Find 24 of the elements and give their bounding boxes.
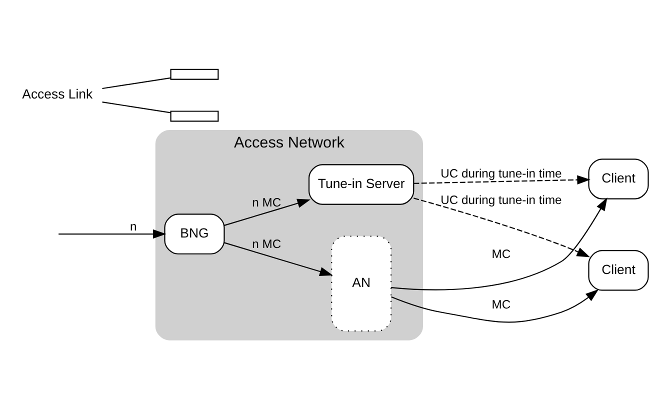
- arrow: [391, 288, 599, 322]
- node-bar: [170, 110, 219, 122]
- edge-label: n MC: [252, 194, 282, 209]
- connector: [102, 76, 171, 89]
- node-box: Client: [588, 250, 649, 290]
- node-box: Client: [588, 158, 649, 199]
- arrow: [224, 198, 311, 226]
- edge-label: MC: [492, 246, 511, 261]
- connector: [102, 101, 171, 113]
- edge-label: UC during tune-in time: [440, 192, 562, 207]
- arrow: [414, 174, 590, 184]
- node-box: AN: [331, 235, 392, 332]
- arrow: [58, 228, 166, 238]
- node-bar: [170, 68, 219, 80]
- edge-label: n: [130, 219, 137, 234]
- node-text: Access Link: [22, 86, 93, 102]
- arrow: [224, 242, 333, 276]
- edge-label: MC: [492, 297, 511, 312]
- edge-label: UC during tune-in time: [440, 166, 562, 180]
- node-box: BNG: [164, 213, 225, 254]
- node-box: Tune-in Server: [308, 164, 414, 204]
- arrow: [414, 197, 590, 257]
- edge-label: n MC: [252, 236, 282, 251]
- arrow: [391, 196, 608, 290]
